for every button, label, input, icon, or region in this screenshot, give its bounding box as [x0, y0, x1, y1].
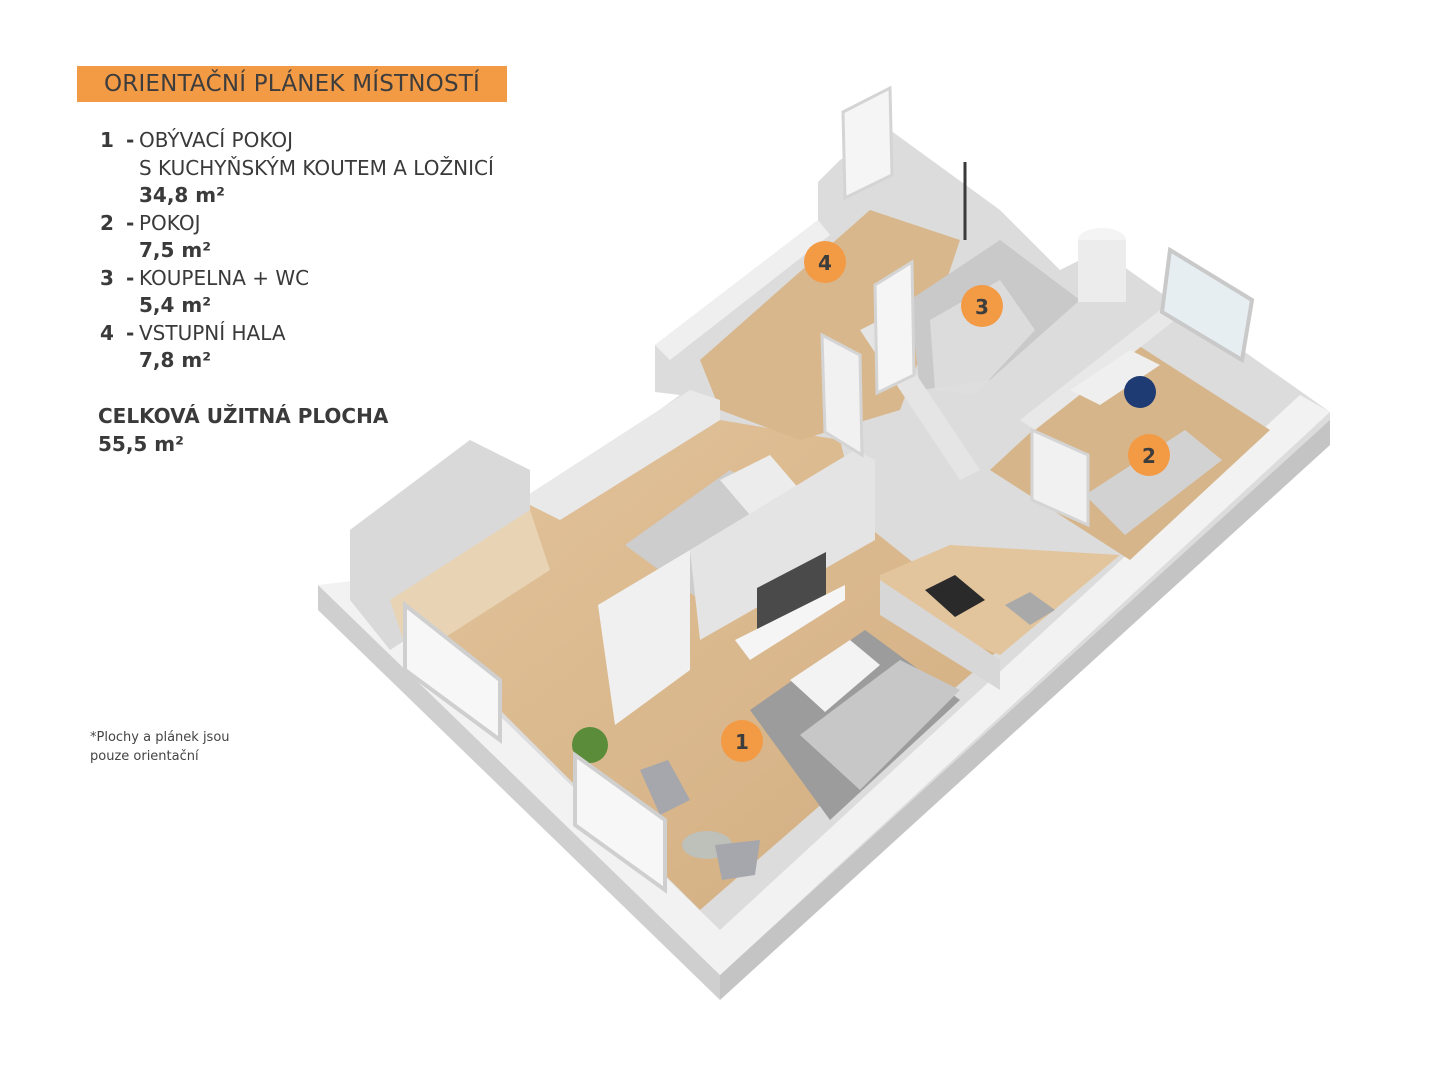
front-wall-left — [318, 585, 720, 1000]
total-area: CELKOVÁ UŽITNÁ PLOCHA 55,5 m² — [98, 402, 388, 458]
door-room2 — [1030, 427, 1090, 528]
legend-room-1-area: 34,8 m² — [139, 183, 225, 207]
legend-room-1-number: 1 — [100, 128, 114, 152]
legend-room-1-name-line2: S KUCHYŇSKÝM KOUTEM A LOŽNICÍ — [139, 156, 494, 180]
legend-room-2: 2 - POKOJ 7,5 m² — [100, 209, 540, 264]
legend-dash: - — [126, 128, 135, 152]
room-marker-1-label: 1 — [735, 730, 749, 754]
window-room2 — [1159, 246, 1255, 364]
room-legend: 1 - OBÝVACÍ POKOJ S KUCHYŇSKÝM KOUTEM A … — [100, 126, 540, 374]
legend-dash: - — [126, 266, 135, 290]
legend-dash: - — [126, 321, 135, 345]
interior-wall-room2 — [1020, 310, 1175, 430]
legend-room-1-name: OBÝVACÍ POKOJ — [139, 128, 294, 152]
disclaimer-line-1: *Plochy a plánek jsou — [90, 730, 230, 745]
disclaimer-note: *Plochy a plánek jsou pouze orientační — [90, 728, 280, 766]
interior-wall-bedroom — [520, 390, 720, 520]
partition-wall — [598, 550, 690, 725]
total-area-label: CELKOVÁ UŽITNÁ PLOCHA — [98, 404, 389, 428]
plant — [572, 727, 608, 763]
room-marker-2: 2 — [1128, 434, 1170, 476]
legend-dash: - — [126, 211, 135, 235]
room-marker-4-label: 4 — [818, 251, 832, 275]
boiler-body — [1078, 240, 1126, 302]
door-hall — [820, 332, 864, 458]
room-marker-1: 1 — [721, 720, 763, 762]
room-marker-3: 3 — [961, 285, 1003, 327]
legend-room-4-area: 7,8 m² — [139, 348, 211, 372]
dining-chair-1 — [640, 760, 690, 815]
tv-wall — [690, 450, 875, 640]
room-marker-3-label: 3 — [975, 295, 989, 319]
wall-top-outer — [318, 395, 1330, 975]
legend-room-3-area: 5,4 m² — [139, 293, 211, 317]
plan-title: ORIENTAČNÍ PLÁNEK MÍSTNOSTÍ — [77, 66, 507, 102]
disclaimer-line-2: pouze orientační — [90, 749, 199, 764]
hob — [925, 575, 985, 617]
front-wall-right — [720, 420, 1330, 1000]
legend-room-2-name: POKOJ — [139, 211, 201, 235]
total-area-value: 55,5 m² — [98, 432, 184, 456]
legend-room-4-number: 4 — [100, 321, 114, 345]
sink — [1005, 592, 1055, 625]
room2-sofa — [1085, 430, 1222, 535]
kitchen-counter-front — [880, 580, 1000, 690]
sofa — [800, 660, 960, 790]
room-marker-4: 4 — [804, 241, 846, 283]
room2-desk — [1070, 350, 1160, 405]
room-marker-2-label: 2 — [1142, 444, 1156, 468]
door-entrance — [841, 85, 894, 201]
legend-room-3-name: KOUPELNA + WC — [139, 266, 310, 290]
legend-room-1: 1 - OBÝVACÍ POKOJ S KUCHYŇSKÝM KOUTEM A … — [100, 126, 540, 209]
tv — [757, 552, 826, 640]
window-left — [403, 600, 502, 744]
legend-room-3-number: 3 — [100, 266, 114, 290]
legend-room-2-number: 2 — [100, 211, 114, 235]
coffee-table — [790, 640, 880, 712]
window-bottom — [573, 751, 667, 894]
legend-room-3: 3 - KOUPELNA + WC 5,4 m² — [100, 264, 540, 319]
door-bath — [873, 259, 916, 396]
interior-wall-hall — [655, 220, 830, 360]
legend-room-2-area: 7,5 m² — [139, 238, 211, 262]
shower — [930, 280, 1035, 395]
legend-room-4: 4 - VSTUPNÍ HALA 7,8 m² — [100, 319, 540, 374]
dining-chair-2 — [715, 840, 760, 880]
legend-room-4-name: VSTUPNÍ HALA — [139, 321, 286, 345]
room2-chair — [1124, 376, 1156, 408]
tv-stand — [735, 585, 845, 660]
